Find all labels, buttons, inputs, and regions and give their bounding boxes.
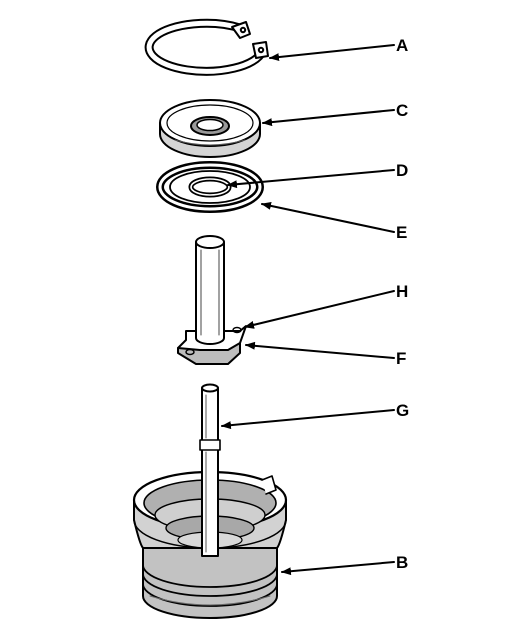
callout-e: E [396,223,407,242]
washer [169,170,251,204]
leader-h [244,290,395,329]
callout-c: C [396,101,408,120]
callout-a: A [396,36,408,55]
guide-tube-assembly [177,235,247,365]
leader-a [269,44,395,62]
leader-f [245,341,395,359]
o-ring [156,161,264,213]
callout-d: D [396,161,408,180]
callout-f: F [396,349,406,368]
leader-c [262,109,395,127]
leader-g [221,409,395,430]
callout-h: H [396,282,408,301]
leader-e [261,201,395,233]
callout-labels: A C D E H F G B [396,36,409,572]
cap-plate [159,99,261,158]
pin-rod [199,383,221,557]
leader-d [227,169,395,189]
leader-lines [221,44,395,576]
callout-b: B [396,553,408,572]
leader-b [281,561,395,576]
snap-ring [144,18,269,76]
callout-g: G [396,401,409,420]
